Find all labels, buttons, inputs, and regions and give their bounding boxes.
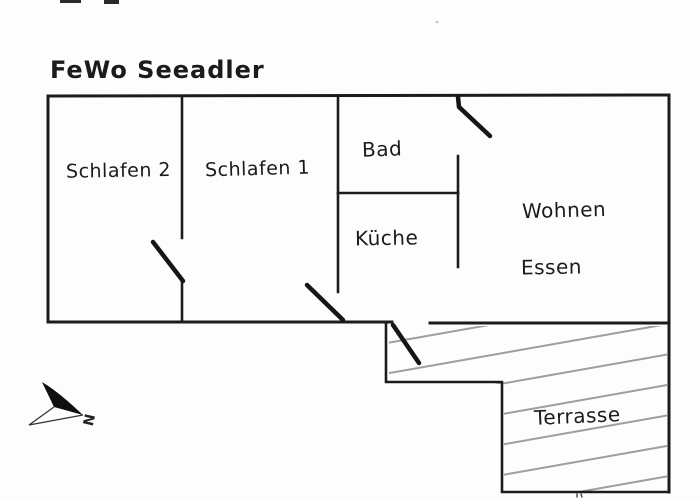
room-label-schlafen1: Schlafen 1 <box>205 157 311 182</box>
artifact-top-mark-1 <box>60 0 81 3</box>
schlafen2-door-leaf <box>150 239 186 284</box>
compass-north-letter: N <box>79 412 97 428</box>
room-label-wohnen: Wohnen <box>522 197 607 223</box>
terrasse-door-leaf <box>390 322 422 366</box>
terrace-hatching <box>389 326 667 491</box>
artifact-dot <box>435 20 439 24</box>
scan-artifacts <box>60 0 583 498</box>
terrace-outline <box>384 320 671 494</box>
compass-north-icon: N <box>28 382 97 428</box>
schlafen1-door-leaf <box>304 282 346 323</box>
artifact-bottom-tick-2 <box>580 493 583 498</box>
outer-wall-top <box>46 93 671 98</box>
plan-title: FeWo Seeadler <box>50 56 265 84</box>
room-label-schlafen2: Schlafen 2 <box>66 159 171 183</box>
compass-arrow-filled-half <box>42 382 83 415</box>
artifact-top-mark-2 <box>104 0 119 4</box>
entrance-door-leaf <box>455 94 493 139</box>
room-label-bad: Bad <box>362 136 403 161</box>
compass-arrow-open-half <box>28 406 84 426</box>
room-label-essen: Essen <box>521 254 582 279</box>
room-label-kueche: Küche <box>355 225 419 250</box>
room-label-terrasse: Terrasse <box>533 402 622 430</box>
